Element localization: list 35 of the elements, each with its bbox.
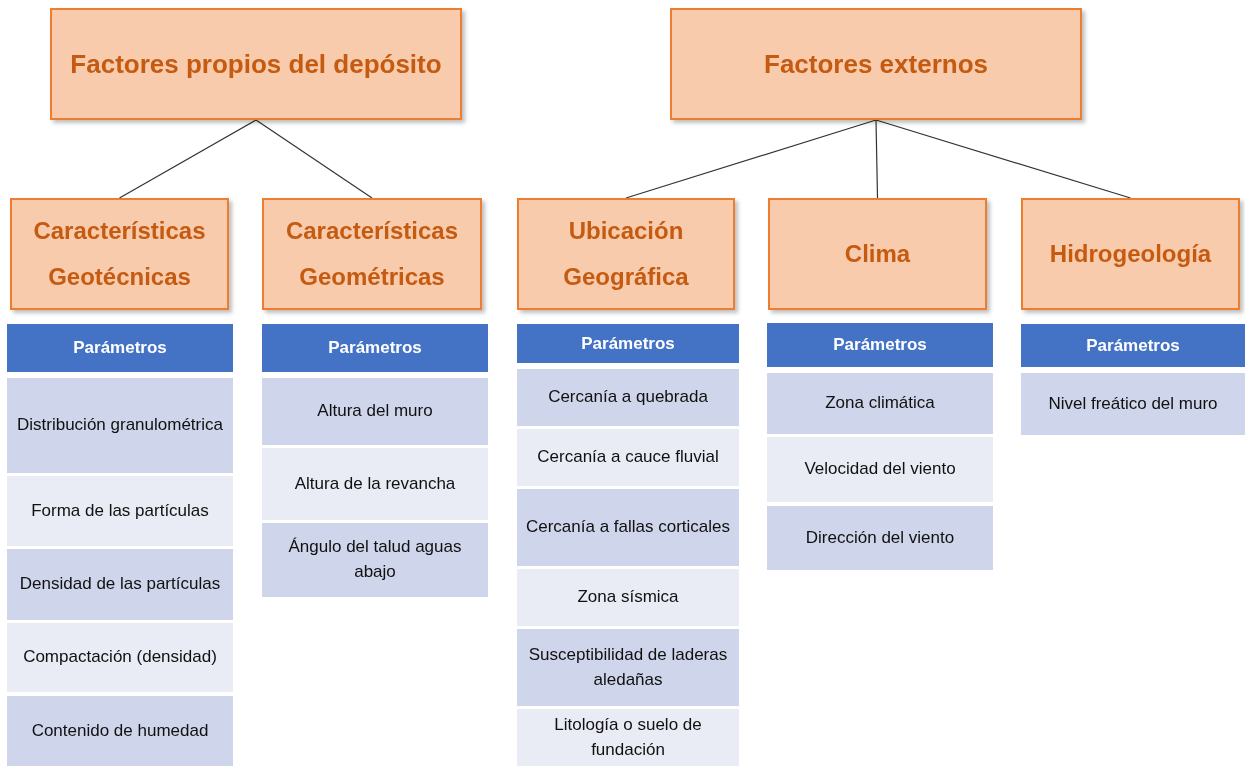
table-row: Altura de la revancha [262, 448, 488, 520]
subcategory-box: Características Geotécnicas [10, 198, 229, 310]
table-header: Parámetros [7, 324, 233, 372]
subcategory-box: Ubicación Geográfica [517, 198, 735, 310]
table-row: Cercanía a fallas corticales [517, 489, 739, 566]
connector-line [875, 119, 879, 199]
subcategory-box: Hidrogeología [1021, 198, 1240, 310]
category-box: Factores propios del depósito [50, 8, 462, 120]
table-row: Susceptibilidad de laderas aledañas [517, 629, 739, 706]
table-row: Distribución granulométrica [7, 378, 233, 473]
subcategory-box: Clima [768, 198, 987, 310]
table-row: Cercanía a cauce fluvial [517, 429, 739, 486]
table-row: Nivel freático del muro [1021, 373, 1245, 435]
connector-line [118, 119, 257, 199]
table-row: Contenido de humedad [7, 696, 233, 766]
category-box: Factores externos [670, 8, 1082, 120]
connector-line [875, 119, 1132, 199]
table-row: Ángulo del talud aguas abajo [262, 523, 488, 597]
table-row: Densidad de las partículas [7, 549, 233, 620]
table-row: Zona sísmica [517, 569, 739, 626]
subcategory-box: Características Geométricas [262, 198, 482, 310]
connector-line [255, 119, 373, 199]
table-header: Parámetros [517, 324, 739, 363]
table-row: Zona climática [767, 373, 993, 434]
connector-line [625, 119, 877, 199]
table-row: Compactación (densidad) [7, 623, 233, 692]
table-header: Parámetros [262, 324, 488, 372]
table-row: Altura del muro [262, 378, 488, 445]
table-header: Parámetros [767, 323, 993, 367]
table-row: Velocidad del viento [767, 437, 993, 502]
table-row: Cercanía a quebrada [517, 369, 739, 426]
table-row: Forma de las partículas [7, 476, 233, 546]
table-row: Dirección del viento [767, 506, 993, 570]
table-row: Litología o suelo de fundación [517, 709, 739, 766]
table-header: Parámetros [1021, 324, 1245, 367]
